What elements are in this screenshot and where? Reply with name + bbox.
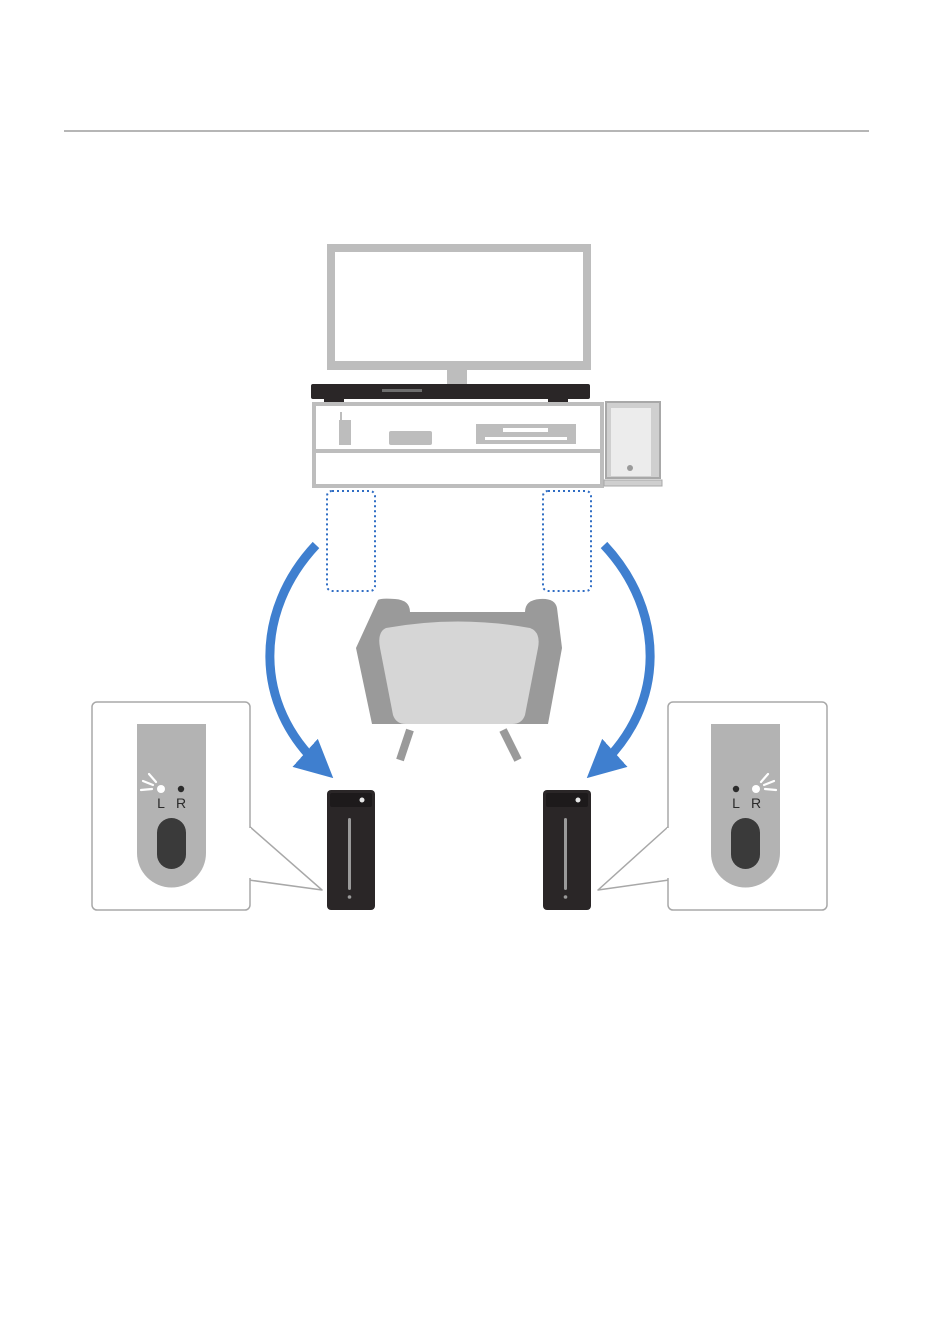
led-l-on [157,785,165,793]
led-l-off [733,786,739,792]
rear-right-speaker-origin-placeholder [543,491,591,591]
led-r-on [752,785,760,793]
speaker-back-panel-icon [711,724,780,888]
left-callout-r-label: R [176,795,186,811]
subwoofer-icon [604,402,662,486]
rear-left-speaker-icon [327,790,375,910]
rear-right-speaker-icon [543,790,591,910]
right-callout-l-label: L [732,795,740,811]
right-callout-r-label: R [751,795,761,811]
speaker-back-panel-icon [137,724,206,888]
rear-left-speaker-origin-placeholder [327,491,375,591]
soundbar-icon [311,384,590,403]
armchair-icon [356,599,562,760]
led-r-off [178,786,184,792]
left-move-arrow [270,545,322,768]
left-callout-l-label: L [157,795,165,811]
tv-icon [327,244,591,384]
right-move-arrow [598,545,650,768]
tv-stand-icon [314,404,602,486]
